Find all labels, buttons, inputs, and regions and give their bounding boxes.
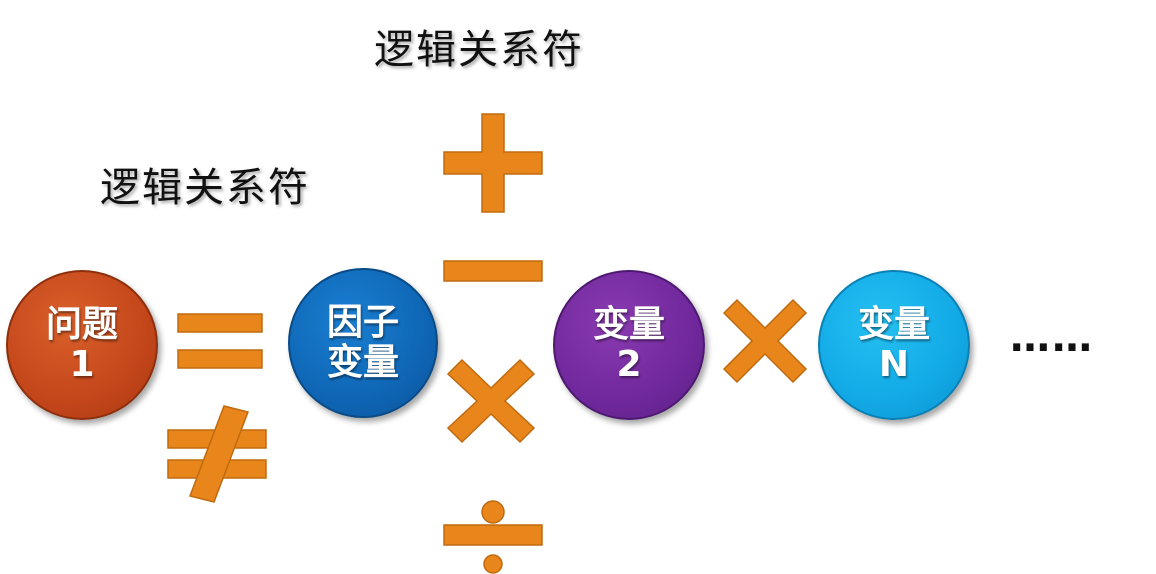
variable-n-node-line2: N [878, 344, 910, 385]
equals-icon [177, 313, 263, 369]
logic-operator-label-left: 逻辑关系符 [100, 165, 310, 211]
factor-variable-node-line1: 因子 [326, 302, 399, 344]
factor-variable-node-line2: 变量 [326, 342, 399, 383]
variable-n-node: 变量 N [818, 270, 970, 420]
variable-2-node-line2: 2 [616, 344, 642, 385]
multiply-icon [722, 298, 808, 384]
divide-icon [443, 500, 543, 574]
factor-variable-node: 因子 变量 [288, 268, 438, 418]
question-node: 问题 1 [6, 270, 158, 420]
variable-2-node-line1: 变量 [592, 304, 665, 346]
variable-n-node-line1: 变量 [857, 304, 930, 346]
plus-icon [443, 113, 543, 213]
not-equal-icon [167, 405, 267, 503]
variable-2-node: 变量 2 [553, 270, 705, 420]
multiply-icon [446, 358, 536, 444]
ellipsis: …… [1010, 315, 1094, 361]
logic-operator-label-top: 逻辑关系符 [374, 27, 584, 73]
question-node-line1: 问题 [45, 304, 118, 346]
minus-icon [443, 260, 543, 282]
question-node-line2: 1 [69, 344, 95, 385]
